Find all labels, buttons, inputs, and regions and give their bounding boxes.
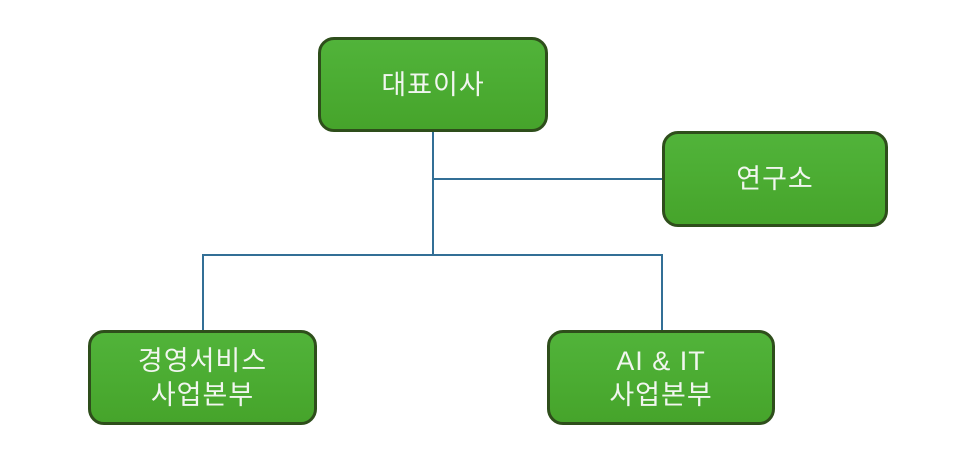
org-node-management: 경영서비스 사업본부 xyxy=(88,330,317,425)
org-node-management-label-line2: 사업본부 xyxy=(150,379,255,410)
org-node-research-label: 연구소 xyxy=(736,164,814,194)
connector-to-management xyxy=(202,254,204,330)
org-node-ai-it: AI & IT 사업본부 xyxy=(547,330,775,425)
org-node-ceo-label: 대표이사 xyxy=(381,69,485,100)
connector-ceo-vertical xyxy=(432,132,434,256)
connector-bottom-rail xyxy=(202,254,663,256)
org-node-ceo: 대표이사 xyxy=(318,37,548,132)
org-node-research: 연구소 xyxy=(662,131,888,227)
org-node-ai-it-label-line2: 사업본부 xyxy=(609,379,713,410)
org-node-management-label-line1: 경영서비스 xyxy=(137,345,268,376)
org-node-ai-it-label-line1: AI & IT xyxy=(616,345,706,376)
connector-to-ai-it xyxy=(661,254,663,330)
connector-ceo-to-research xyxy=(433,178,662,180)
